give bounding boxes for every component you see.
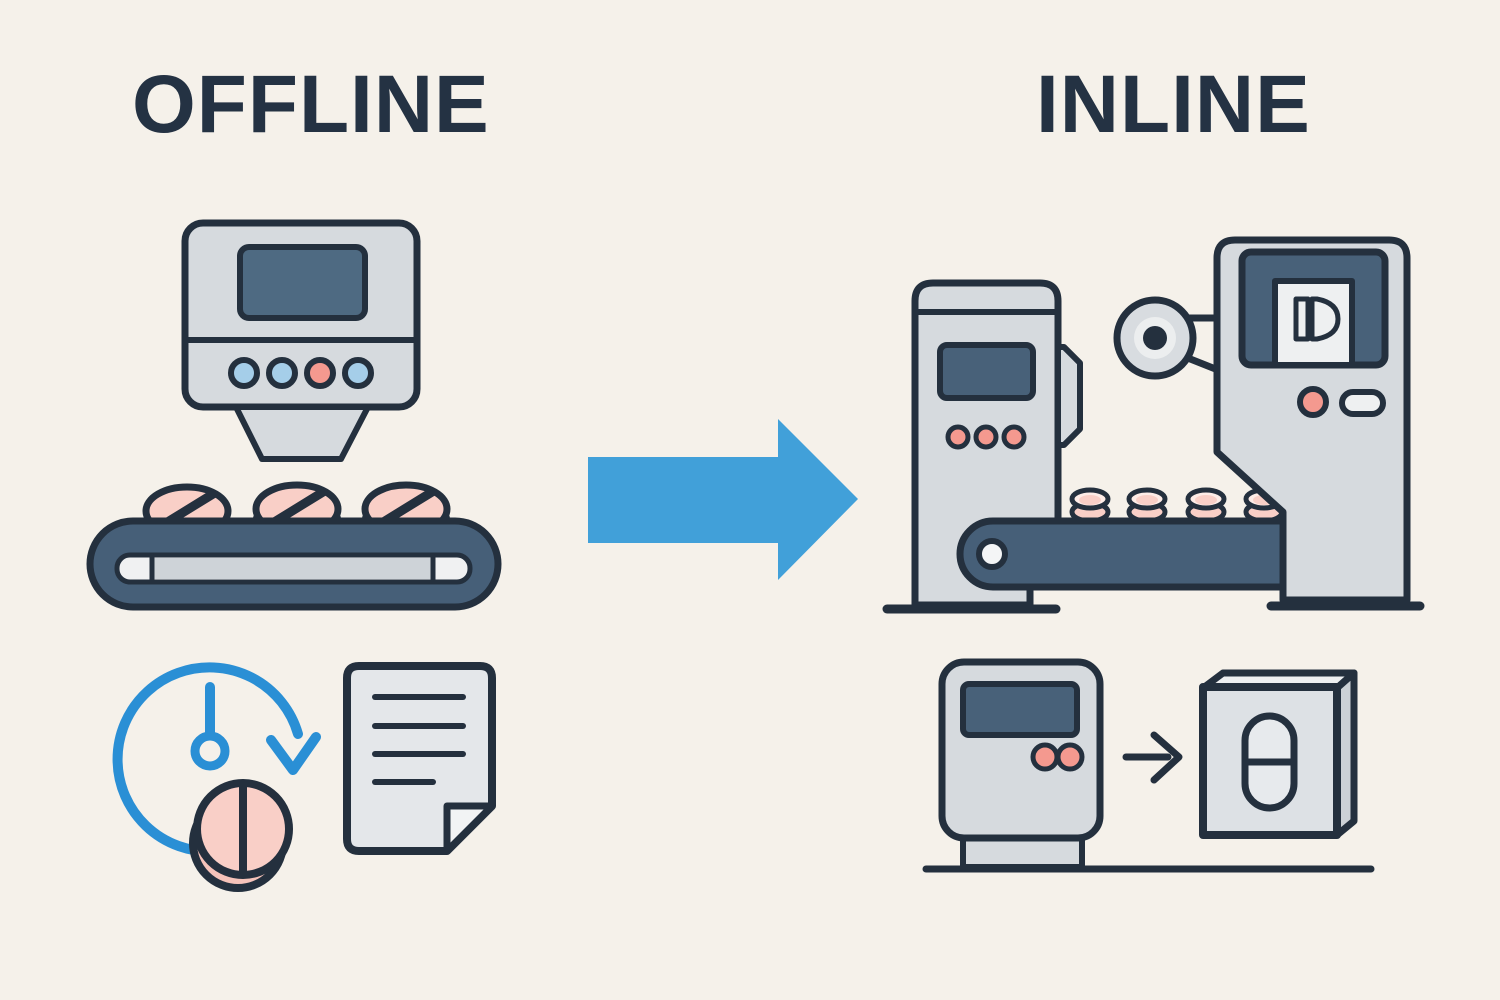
checkweigher-machine-icon [938,658,1104,870]
offline-panel [86,219,502,892]
offline-title: OFFLINE [132,59,490,150]
machine-button [266,357,298,389]
transfer-arrow-icon [1122,731,1183,784]
conveyor-icon [86,517,502,611]
inline-panel [882,236,1425,873]
report-document-icon [343,662,496,855]
machine-button [1055,742,1085,772]
arrowhead-icon [266,732,321,775]
capsule-icon [1241,712,1298,812]
machine-screen [960,681,1080,738]
machine-button [1297,386,1329,418]
feed-roller-icon [1113,296,1222,380]
capsule-id-glyph-icon [1293,296,1341,342]
flow-arrow-icon [588,419,858,580]
machine-button [1001,424,1027,450]
machine-button [228,357,260,389]
side-bracket [1055,344,1083,448]
machine-screen [937,342,1036,401]
mini-tablet-icon [1185,487,1227,524]
mini-tablet-icon [1126,487,1168,524]
inspection-machine-icon [181,219,421,462]
machine-button [304,357,336,389]
machine-pedestal [960,835,1085,870]
package-box-icon [1199,669,1358,839]
machine-button [342,357,374,389]
roller-icon [976,538,1008,570]
page-fold-icon [443,802,496,855]
inline-title: INLINE [1036,59,1311,150]
conveyor-icon [956,517,1287,591]
labeler-machine-icon [1213,236,1425,611]
machine-screen [237,244,368,321]
mini-tablet-icon [1069,487,1111,524]
machine-button [1030,742,1060,772]
timer-icon [112,662,321,857]
machine-slot [1339,389,1386,417]
funnel-icon [233,404,371,462]
tablet-icon [189,779,293,892]
machine-button [973,424,999,450]
machine-button [945,424,971,450]
